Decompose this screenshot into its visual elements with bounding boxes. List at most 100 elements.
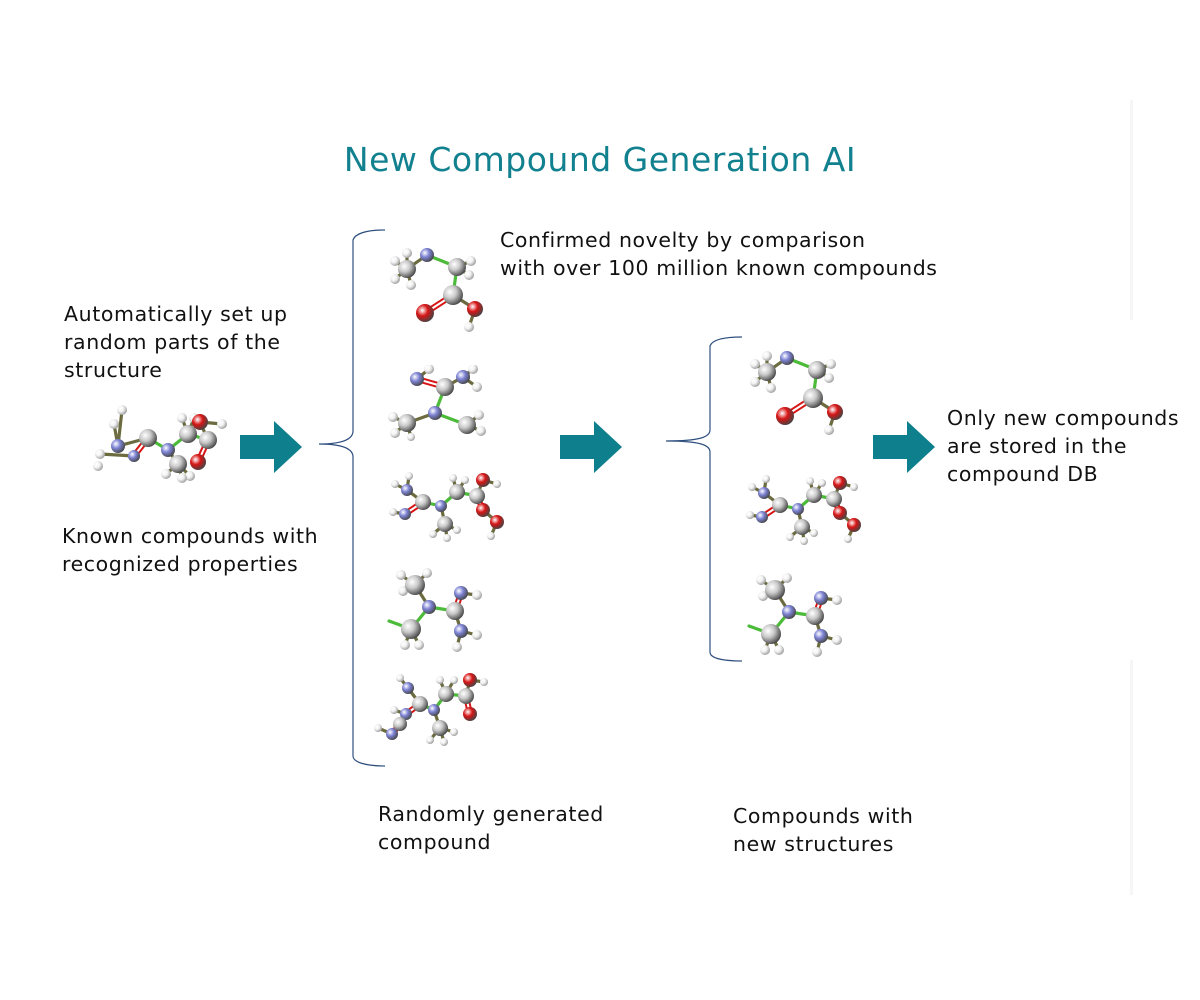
oxygen-atom [833, 506, 847, 520]
hydrogen-atom [818, 479, 826, 487]
nitrogen-atom [111, 439, 125, 453]
hydrogen-atom [750, 359, 760, 369]
nitrogen-atom [782, 605, 796, 619]
carbon-atom [826, 491, 842, 507]
hydrogen-atom [464, 270, 474, 280]
hydrogen-atom [429, 530, 437, 538]
carbon-atom [803, 388, 823, 408]
hydrogen-atom [480, 678, 488, 686]
nitrogen-atom [780, 351, 794, 365]
hydrogen-atom [389, 508, 397, 516]
hydrogen-atom [774, 645, 784, 655]
nitrogen-atom [756, 511, 768, 523]
hydrogen-atom [806, 477, 814, 485]
scan-edge-right-lower [1130, 660, 1133, 895]
oxygen-atom [463, 707, 477, 721]
nitrogen-atom [401, 484, 413, 496]
generated-caption: Randomly generated compound [378, 802, 604, 854]
novelty-note: Confirmed novelty by comparison with ove… [500, 228, 938, 280]
novel-caption: Compounds with new structures [733, 804, 914, 856]
nitrogen-atom [399, 508, 411, 520]
hydrogen-atom [217, 419, 227, 429]
hydrogen-atom [487, 532, 495, 540]
hydrogen-atom [424, 365, 434, 374]
carbon-atom [169, 455, 187, 473]
carbon-atom [469, 488, 485, 504]
carbon-atom [199, 431, 217, 449]
hydrogen-atom [177, 413, 187, 423]
hydrogen-atom [746, 511, 754, 519]
oxygen-atom [463, 673, 477, 687]
hydrogen-atom [161, 469, 171, 479]
oxygen-atom [190, 454, 206, 470]
hydrogen-atom [472, 630, 482, 640]
carbon-atom [393, 717, 407, 731]
nitrogen-atom [758, 487, 770, 499]
hydrogen-atom [748, 483, 756, 491]
carbon-atom [808, 361, 826, 379]
hydrogen-atom [762, 351, 772, 361]
hydrogen-atom [472, 382, 482, 392]
hydrogen-atom [185, 471, 195, 481]
hydrogen-atom [786, 533, 794, 541]
carbon-atom [458, 688, 474, 704]
carbon-atom [139, 429, 157, 447]
carbon-atom [761, 624, 781, 644]
generated-molecule-3 [389, 472, 504, 542]
hydrogen-atom [493, 480, 501, 488]
carbon-atom [398, 414, 416, 432]
hydrogen-atom [476, 426, 486, 436]
input-molecule [93, 405, 227, 483]
hydrogen-atom [407, 433, 415, 441]
carbon-atom [412, 696, 428, 712]
hydrogen-atom [844, 535, 852, 543]
curly-brace-icon [665, 336, 743, 662]
hydrogen-atom [398, 586, 408, 596]
nitrogen-atom [454, 624, 468, 638]
oxygen-atom [476, 503, 490, 517]
input-heading: Automatically set up random parts of the… [64, 302, 288, 382]
generated-molecule-2 [388, 365, 486, 441]
hydrogen-atom [750, 377, 760, 387]
carbon-atom [758, 363, 776, 381]
hydrogen-atom [766, 383, 776, 393]
scan-edge-right [1130, 100, 1133, 320]
curly-brace-icon [318, 229, 386, 767]
carbon-atom [438, 686, 454, 702]
hydrogen-atom [406, 280, 416, 290]
hydrogen-atom [400, 640, 410, 650]
hydrogen-atom [464, 322, 474, 332]
oxygen-atom [490, 515, 504, 529]
nitrogen-atom [456, 370, 470, 384]
hydrogen-atom [390, 274, 400, 284]
carbon-atom [405, 575, 425, 595]
carbon-atom [432, 720, 448, 736]
carbon-atom [398, 260, 416, 278]
carbon-atom [449, 484, 465, 500]
output-caption: Only new compounds are stored in the com… [947, 406, 1180, 486]
hydrogen-atom [443, 534, 451, 542]
carbon-atom [443, 285, 463, 305]
nitrogen-atom [402, 682, 414, 694]
input-caption: Known compounds with recognized properti… [62, 524, 319, 576]
hydrogen-atom [812, 647, 822, 657]
oxygen-atom [416, 304, 434, 322]
hydrogen-atom [850, 483, 858, 491]
hydrogen-atom [461, 476, 469, 484]
hydrogen-atom [93, 461, 103, 471]
carbon-atom [806, 607, 824, 625]
hydrogen-atom [117, 405, 127, 415]
nitrogen-atom [435, 500, 447, 512]
nitrogen-atom [814, 591, 828, 605]
hydrogen-atom [449, 474, 457, 482]
hydrogen-atom [109, 419, 119, 429]
hydrogen-atom [824, 425, 834, 435]
carbon-atom [179, 425, 197, 443]
hydrogen-atom [762, 475, 770, 483]
oxygen-atom [467, 301, 483, 317]
hydrogen-atom [414, 640, 424, 650]
hydrogen-atom [756, 575, 766, 585]
hydrogen-atom [782, 573, 792, 583]
hydrogen-atom [450, 676, 458, 684]
oxygen-atom [192, 414, 208, 430]
